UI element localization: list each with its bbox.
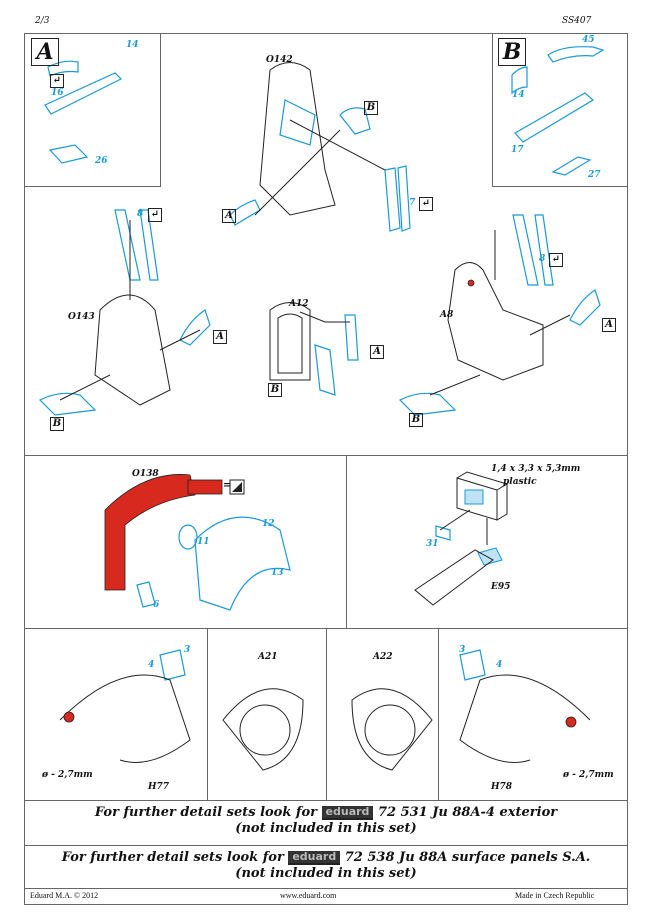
- fold-icon: ↵: [50, 74, 64, 88]
- part-number: 3: [459, 645, 466, 655]
- part-number: 12: [262, 519, 275, 529]
- part-number: 14: [512, 90, 525, 100]
- banner-note: (not included in this set): [235, 866, 417, 881]
- part-number: 11: [197, 537, 210, 547]
- banner-1: For further detail sets look for eduard …: [24, 805, 628, 837]
- ref-b-box: B: [364, 101, 378, 115]
- page-number: 2/3: [35, 16, 50, 26]
- banner-product: 72 538 Ju 88A surface panels S.A.: [344, 850, 591, 865]
- ref-a-box: A: [602, 318, 616, 332]
- section-a-letter: A: [31, 38, 59, 66]
- part-label: O138: [132, 469, 159, 479]
- footer-copyright: Eduard M.A. © 2012: [30, 891, 99, 900]
- part-number: 7: [409, 198, 416, 208]
- part-label: A12: [289, 299, 309, 309]
- banner-prefix: For further detail sets look for: [94, 805, 317, 820]
- plastic-size: 1,4 x 3,3 x 5,3mm: [491, 464, 581, 474]
- banner-note: (not included in this set): [235, 821, 417, 836]
- banner-2: For further detail sets look for eduard …: [24, 850, 628, 882]
- part-number: 8: [539, 254, 546, 264]
- part-number: 45: [582, 35, 595, 45]
- eduard-logo: eduard: [288, 850, 341, 865]
- part-label: E95: [491, 582, 511, 592]
- footer-origin: Made in Czech Republic: [515, 891, 595, 900]
- ref-b-box: B: [268, 383, 282, 397]
- part-number: 4: [496, 660, 503, 670]
- banner-product: 72 531 Ju 88A-4 exterior: [377, 805, 558, 820]
- eduard-logo: eduard: [321, 805, 374, 820]
- set-code: SS407: [562, 16, 592, 26]
- part-number: 6: [153, 600, 160, 610]
- paint-equals: =: [223, 480, 232, 491]
- seat-label: O143: [68, 312, 95, 322]
- banner-2-frame: [24, 845, 628, 889]
- banner-prefix: For further detail sets look for: [61, 850, 284, 865]
- ref-a-box: A: [213, 330, 227, 344]
- part-number: 16: [51, 88, 64, 98]
- box-b-frame: [492, 33, 628, 187]
- part-number: 27: [588, 170, 601, 180]
- plastic-material: plastic: [503, 477, 537, 487]
- ref-a-box: A: [370, 345, 384, 359]
- ref-b-box: B: [50, 417, 64, 431]
- part-label: A8: [440, 310, 454, 320]
- ref-b-box: B: [409, 413, 423, 427]
- part-number: 14: [126, 40, 139, 50]
- part-number: 3: [184, 645, 191, 655]
- part-label: A21: [258, 652, 278, 662]
- part-number: 31: [426, 539, 439, 549]
- section-b-letter: B: [498, 38, 526, 66]
- part-number: 17: [511, 145, 524, 155]
- ref-a-box: A: [222, 209, 236, 223]
- drill-size: ø - 2,7mm: [563, 770, 614, 780]
- drill-size: ø - 2,7mm: [42, 770, 93, 780]
- fold-icon: ↵: [419, 197, 433, 211]
- fold-icon: ↵: [148, 208, 162, 222]
- part-label: A22: [373, 652, 393, 662]
- part-number: 8: [137, 209, 144, 219]
- part-number: 4: [148, 660, 155, 670]
- part-label: H78: [491, 782, 513, 792]
- seat-label: O142: [266, 55, 293, 65]
- part-number: 26: [95, 156, 108, 166]
- fold-icon: ↵: [549, 253, 563, 267]
- part-number: 13: [271, 568, 284, 578]
- part-label: H77: [148, 782, 170, 792]
- box-a-frame: [24, 33, 161, 187]
- footer-url[interactable]: www.eduard.com: [280, 891, 337, 900]
